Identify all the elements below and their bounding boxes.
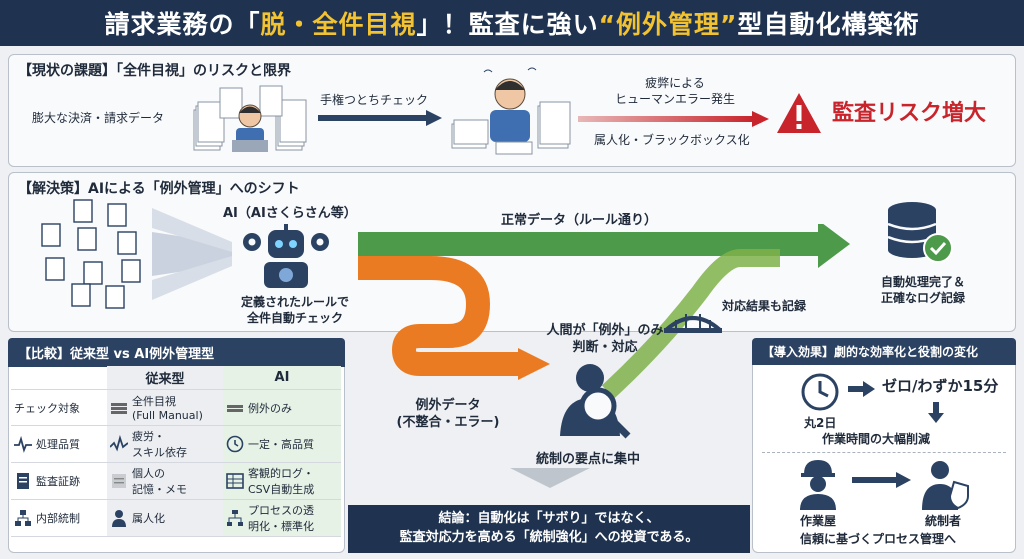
controller-shield-icon <box>922 461 969 510</box>
old-internal-control: 属人化 <box>132 512 165 525</box>
flow-diagram <box>358 224 850 488</box>
title-highlight-2: “例外管理” <box>598 10 738 39</box>
effect-heading: 【導入効果】劇的な効率化と役割の変化 <box>752 338 1016 365</box>
exception-flow-arrow <box>358 256 520 376</box>
document-inflow-illustration <box>41 199 232 309</box>
resolution-flow-arrow <box>601 249 780 399</box>
control-focus-label: 統制の要点に集中 <box>536 452 641 467</box>
process-flow-icon <box>227 510 243 526</box>
manual-check-label: 手権つとちチェック <box>320 93 429 107</box>
single-stack-icon <box>227 404 243 412</box>
clock-247-icon <box>226 435 244 453</box>
table-row: チェック対象 全件目視 (Full Manual) 例外のみ <box>11 389 341 426</box>
role-shift-arrow <box>852 472 911 488</box>
ai-audit-trail: 客観的ログ・ CSV自動生成 <box>248 467 315 496</box>
old-audit-trail: 個人の 記憶・メモ <box>132 467 187 496</box>
effect-divider <box>762 452 1006 453</box>
pulse-icon <box>14 435 32 453</box>
row-label-internal-control: 内部統制 <box>36 512 80 525</box>
person-icon <box>112 510 126 527</box>
effect-panel <box>752 338 1016 553</box>
time-reduction-arrow <box>848 381 875 397</box>
conclusion-line-2: 監査対応力を高める「統制強化」への投資である。 <box>399 529 699 545</box>
rule-check-label: 定義されたルールで 全件自動チェック <box>240 295 349 325</box>
document-icon <box>17 473 29 489</box>
result-record-label: 対応結果も記録 <box>722 299 807 313</box>
ai-column-header: AI <box>223 366 341 390</box>
blackbox-label: 属人化・ブラックボックス化 <box>594 133 750 147</box>
role-before-label: 作業屋 <box>800 514 837 528</box>
robot-icon <box>243 224 329 288</box>
manual-check-arrow <box>318 110 442 126</box>
title-suffix: 型自動化構築術 <box>737 10 920 39</box>
org-chart-icon <box>15 510 31 526</box>
old-quality: 疲労・ スキル依存 <box>132 430 187 459</box>
role-caption: 信頼に基づくプロセス管理へ <box>800 532 957 546</box>
worker-helmet-icon <box>800 460 836 510</box>
conclusion-line-1: 結論：自動化は「サボり」ではなく、 <box>438 511 660 526</box>
conclusion-banner: 結論：自動化は「サボり」ではなく、 監査対応力を高める「統制強化」への投資である… <box>348 505 750 553</box>
human-exception-label: 人間が「例外」のみ 判断・対応 <box>546 323 664 355</box>
ai-quality: 一定・高品質 <box>248 438 314 451</box>
exhausted-worker-illustration <box>451 67 571 155</box>
warning-icon <box>777 93 821 133</box>
risk-arrow <box>578 111 769 127</box>
paper-stack-icon <box>111 402 127 414</box>
row-label-quality: 処理品質 <box>36 438 80 451</box>
data-volume-label: 膨大な決済・請求データ <box>32 111 165 125</box>
title-prefix: 請求業務の「 <box>104 10 261 39</box>
clock-icon <box>801 373 839 411</box>
normal-data-label: 正常データ（ルール通り） <box>501 213 658 228</box>
table-row: 処理品質 疲労・ スキル依存 一定・高品質 <box>11 425 341 463</box>
ai-check-target: 例外のみ <box>248 401 292 415</box>
table-row: 内部統制 属人化 プロセスの透 明化・標準化 <box>11 499 341 537</box>
after-time-label: ゼロ/わずか15分 <box>882 377 999 395</box>
ai-internal-control: プロセスの透 明化・標準化 <box>248 504 314 533</box>
spreadsheet-icon <box>226 473 244 489</box>
inspector-magnifier-icon <box>560 364 631 439</box>
before-time-label: 丸2日 <box>804 416 837 430</box>
title-middle: 」！監査に強い <box>416 10 599 39</box>
down-arrow <box>928 402 944 423</box>
time-caption: 作業時間の大幅削減 <box>822 432 931 446</box>
solution-heading: 【解決策】AIによる「例外管理」へのシフト <box>18 181 300 197</box>
ai-engine-label: AI（AIさくらさん等） <box>223 206 357 221</box>
human-error-label: 疲弊による ヒューマンエラー発生 <box>614 76 735 106</box>
table-row: 監査証跡 個人の 記憶・メモ 客観的ログ・ CSV自動生成 <box>11 462 341 500</box>
comparison-table: 従来型 AI チェック対象 全件目視 (Full Manual) 例外のみ 処理… <box>11 366 341 537</box>
bridge-icon <box>664 314 722 333</box>
row-label-audit-trail: 監査証跡 <box>36 475 80 488</box>
memo-icon <box>112 474 126 488</box>
comparison-header-row: 従来型 AI <box>11 366 341 390</box>
problem-heading: 【現状の課題】「全件目視」のリスクと限界 <box>18 63 291 79</box>
role-after-label: 統制者 <box>925 514 962 528</box>
old-column-header: 従来型 <box>107 366 223 390</box>
exception-data-label: 例外データ (不整合・エラー) <box>396 398 500 430</box>
title-highlight-1: 脱・全件目視 <box>260 10 417 39</box>
auto-complete-label: 自動処理完了＆ 正確なログ記録 <box>880 275 965 305</box>
audit-risk-label: 監査リスク増大 <box>832 101 987 126</box>
paper-stacks-worker-illustration <box>193 85 307 152</box>
erratic-pulse-icon <box>110 435 128 452</box>
page-title: 請求業務の「脱・全件目視」！監査に強い“例外管理”型自動化構築術 <box>0 0 1024 46</box>
old-check-target: 全件目視 (Full Manual) <box>132 395 203 422</box>
database-check-icon <box>887 202 953 263</box>
row-label-check-target: チェック対象 <box>14 401 80 415</box>
comparison-heading: 【比較】従来型 vs AI例外管理型 <box>8 338 345 367</box>
